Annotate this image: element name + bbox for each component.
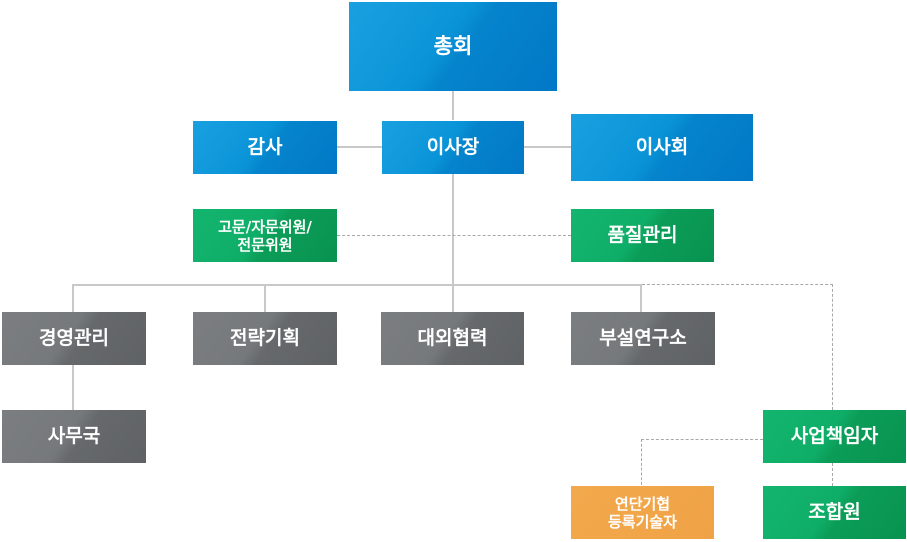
- dashed-research-business-h: [642, 284, 833, 285]
- general-assembly-box[interactable]: 총회: [349, 2, 557, 91]
- dashed-business-members: [832, 463, 833, 486]
- registered-engineers-label: 연단기협 등록기술자: [608, 495, 677, 531]
- department-label: 대외협력: [417, 327, 488, 350]
- registered-engineers-line2: 등록기술자: [607, 512, 677, 531]
- business-manager-box[interactable]: 사업책임자: [763, 410, 906, 463]
- quality-box[interactable]: 품질관리: [571, 209, 714, 262]
- secretariat-box[interactable]: 사무국: [2, 410, 146, 463]
- connector-management-secretariat: [72, 365, 74, 410]
- connector-top-chairman: [452, 90, 454, 120]
- connector-chairman-board: [524, 146, 571, 148]
- department-box-strategy[interactable]: 전략기획: [193, 312, 337, 365]
- connector-audit-chairman: [337, 146, 382, 148]
- connector-dept-1: [72, 284, 74, 312]
- secretariat-label: 사무국: [47, 425, 101, 448]
- business-manager-label: 사업책임자: [790, 425, 879, 448]
- dashed-business-engineers-h: [641, 439, 763, 440]
- audit-box[interactable]: 감사: [193, 121, 337, 174]
- members-box[interactable]: 조합원: [763, 486, 906, 539]
- advisors-label-line2: 전문위원: [237, 235, 293, 254]
- board-label: 이사회: [635, 136, 689, 159]
- members-label: 조합원: [808, 501, 861, 524]
- connector-chairman-trunk: [452, 174, 454, 312]
- board-box[interactable]: 이사회: [571, 114, 753, 181]
- dashed-advisors-quality: [337, 235, 571, 236]
- department-box-management[interactable]: 경영관리: [2, 312, 146, 365]
- advisors-label: 고문/자문위원/ 전문위원: [218, 218, 312, 254]
- advisors-box[interactable]: 고문/자문위원/ 전문위원: [193, 209, 337, 262]
- general-assembly-label: 총회: [433, 33, 473, 58]
- department-label: 부설연구소: [599, 327, 687, 350]
- dashed-research-business-v: [832, 284, 833, 410]
- connector-departments-horizontal: [72, 284, 642, 286]
- advisors-label-line1: 고문/자문위원/: [218, 217, 312, 236]
- registered-engineers-line1: 연단기협: [614, 494, 671, 513]
- connector-dept-4: [640, 284, 642, 312]
- quality-label: 품질관리: [607, 224, 678, 247]
- department-box-external[interactable]: 대외협력: [381, 312, 524, 365]
- chairman-label: 이사장: [426, 136, 480, 159]
- connector-dept-2: [264, 284, 266, 312]
- chairman-box[interactable]: 이사장: [382, 121, 524, 174]
- department-label: 경영관리: [39, 327, 109, 350]
- department-label: 전략기획: [230, 327, 300, 350]
- registered-engineers-box[interactable]: 연단기협 등록기술자: [571, 486, 714, 539]
- dashed-business-engineers-v: [641, 439, 642, 485]
- audit-label: 감사: [247, 136, 283, 159]
- department-box-research[interactable]: 부설연구소: [571, 312, 715, 365]
